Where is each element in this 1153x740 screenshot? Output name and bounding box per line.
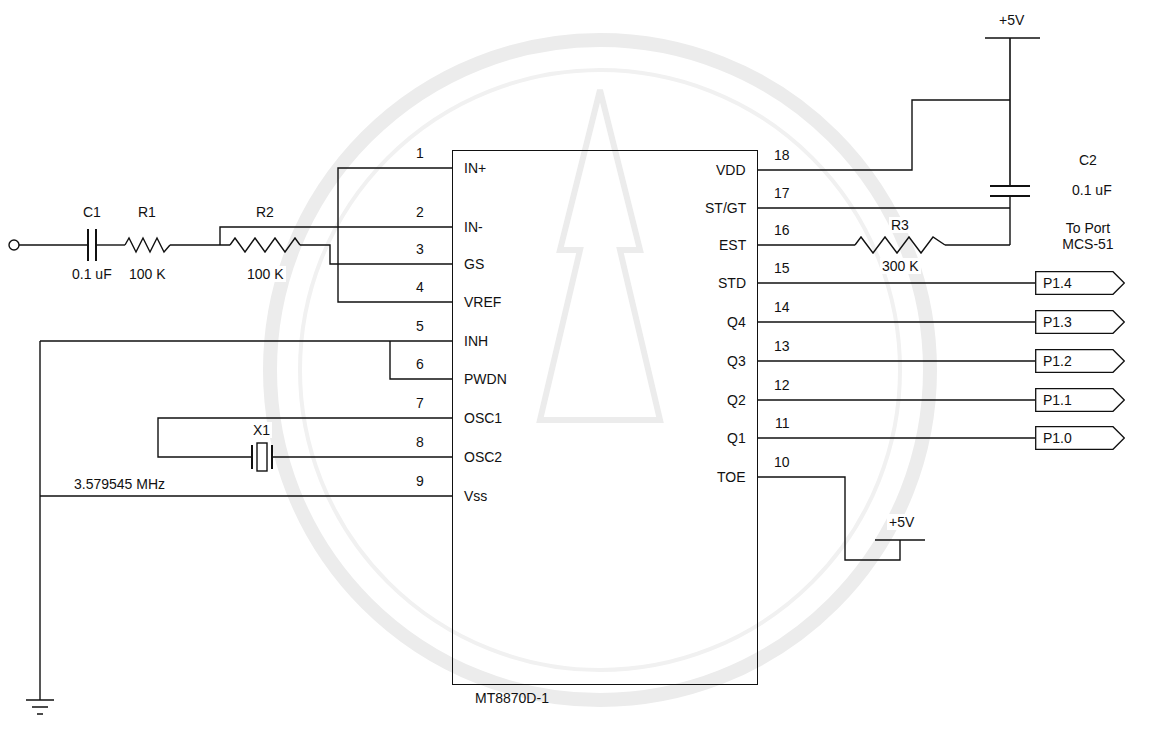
- port-label: P1.4: [1035, 271, 1090, 295]
- component-label: C2: [1077, 152, 1099, 168]
- capacitor-symbol: [990, 186, 1030, 196]
- pin-label: 3: [414, 241, 426, 257]
- component-label: 100 K: [127, 266, 168, 282]
- pin-label: OSC1: [462, 410, 504, 426]
- pin-label: 17: [772, 185, 792, 201]
- pin-label: Q2: [725, 392, 748, 408]
- component-label: X1: [251, 422, 272, 438]
- pin-label: 2: [414, 204, 426, 220]
- pin-label: 10: [772, 454, 792, 470]
- pin-label: Q1: [725, 430, 748, 446]
- component-label: R1: [136, 204, 158, 220]
- component-label: R2: [254, 204, 276, 220]
- component-label: C1: [81, 204, 103, 220]
- port-label: P1.2: [1035, 349, 1090, 373]
- pin-label: PWDN: [462, 371, 509, 387]
- pin-label: STD: [716, 275, 748, 291]
- pin-label: Q4: [725, 314, 748, 330]
- pin-label: VREF: [462, 294, 503, 310]
- component-label: 0.1 uF: [1070, 182, 1114, 198]
- port-box: P1.3: [1035, 310, 1125, 334]
- signal-wire: [758, 360, 1035, 361]
- pin-label: 11: [773, 415, 792, 431]
- chip-part-number: MT8870D-1: [475, 690, 549, 706]
- pin-label: 8: [414, 434, 426, 450]
- port-box: P1.2: [1035, 349, 1125, 373]
- pin-label: 12: [772, 377, 792, 393]
- component-label: To Port MCS-51: [1055, 220, 1121, 252]
- port-label: P1.1: [1035, 388, 1090, 412]
- pin-label: TOE: [715, 469, 748, 485]
- pin-label: 14: [772, 299, 792, 315]
- input-terminal: [9, 240, 19, 250]
- pin-label: 7: [414, 395, 426, 411]
- component-label: R3: [889, 217, 911, 233]
- pin-label: GS: [462, 256, 486, 272]
- resistor-symbol: [855, 237, 945, 253]
- pin-label: 13: [772, 338, 792, 354]
- signal-wire: [758, 321, 1035, 322]
- component-label: 3.579545 MHz: [72, 476, 167, 492]
- pin-label: 1: [414, 145, 426, 161]
- pin-label: Vss: [462, 488, 489, 504]
- pin-label: 4: [414, 279, 426, 295]
- port-box: P1.0: [1035, 426, 1125, 450]
- signal-wire: [758, 437, 1035, 438]
- component-label: +5V: [997, 12, 1026, 28]
- pin-label: 6: [414, 356, 426, 372]
- pin-label: OSC2: [462, 449, 504, 465]
- resistor-symbol: [125, 238, 170, 252]
- pin-label: 15: [772, 260, 792, 276]
- pin-label: 16: [772, 222, 792, 238]
- resistor-symbol: [230, 238, 300, 252]
- ground-symbol: [26, 700, 54, 714]
- component-label: 300 K: [880, 258, 921, 274]
- capacitor-symbol: [88, 229, 96, 261]
- signal-wire: [758, 282, 1035, 283]
- signal-wire: [758, 399, 1035, 400]
- pin-label: EST: [717, 237, 748, 253]
- pin-label: 5: [414, 318, 426, 334]
- component-label: +5V: [887, 514, 916, 530]
- crystal-symbol: [257, 443, 267, 471]
- pin-label: 18: [772, 147, 792, 163]
- pin-label: Q3: [725, 353, 748, 369]
- ic-chip: MT8870D-1: [452, 150, 758, 685]
- component-label: 0.1 uF: [70, 266, 114, 282]
- pin-label: ST/GT: [703, 200, 748, 216]
- pin-label: IN+: [462, 160, 488, 176]
- port-box: P1.4: [1035, 271, 1125, 295]
- pin-label: IN-: [462, 219, 485, 235]
- port-box: P1.1: [1035, 388, 1125, 412]
- port-label: P1.0: [1035, 426, 1090, 450]
- crystal-symbol: [252, 445, 272, 469]
- pin-label: 9: [414, 473, 426, 489]
- pin-label: VDD: [714, 162, 748, 178]
- port-label: P1.3: [1035, 310, 1090, 334]
- pin-label: INH: [462, 333, 490, 349]
- component-label: 100 K: [245, 266, 286, 282]
